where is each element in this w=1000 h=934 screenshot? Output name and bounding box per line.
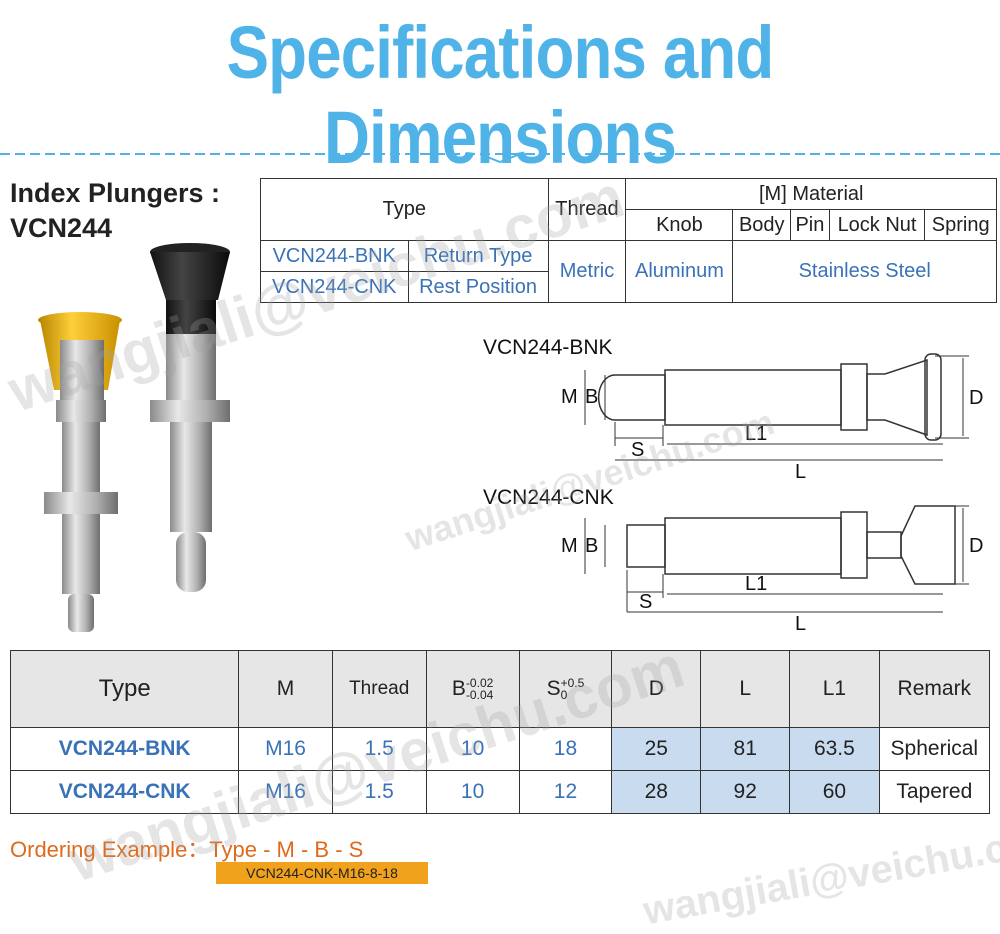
spec-material-col: Body	[732, 209, 792, 241]
spec-model: VCN244-CNK	[260, 271, 409, 303]
product-heading-line1: Index Plungers :	[10, 178, 221, 208]
watermark: wangjiali@veichu.com	[640, 815, 1000, 934]
table-row: VCN244-CNK M16 1.5 10 12 28 92 60 Tapere…	[9, 770, 991, 814]
cell-l: 81	[700, 727, 791, 771]
wave-divider	[0, 153, 1000, 164]
drawing-label-cnk: VCN244-CNK	[483, 486, 614, 509]
s-tol-lower: 0	[560, 688, 568, 703]
dim-label-b: B	[585, 535, 598, 557]
table-row: VCN244-BNK M16 1.5 10 18 25 81 63.5 Sphe…	[9, 727, 991, 771]
spec-model: VCN244-BNK	[260, 240, 409, 272]
dim-label-s: S	[639, 591, 652, 613]
spec-type-header: Type	[260, 178, 549, 241]
col-header-m: M	[238, 650, 333, 728]
cell-thread: 1.5	[331, 727, 427, 771]
dim-label-l: L	[795, 613, 806, 635]
ordering-example-label: Ordering Example：Type - M - B - S	[10, 837, 364, 862]
page-title: Specifications and Dimensions	[226, 11, 775, 179]
cell-b: 10	[425, 770, 520, 814]
cell-l1: 63.5	[789, 727, 880, 771]
spec-material-col: Lock Nut	[828, 209, 926, 241]
dim-label-m: M	[561, 535, 578, 557]
col-header-s-symbol: S	[546, 676, 561, 700]
col-header-b: B-0.02-0.04	[425, 650, 520, 728]
dim-label-l1: L1	[745, 423, 767, 445]
b-tol-upper: -0.02	[465, 676, 494, 691]
b-tol-lower: -0.04	[465, 688, 494, 703]
dim-label-b: B	[585, 386, 598, 408]
col-header-thread: Thread	[331, 650, 427, 728]
s-tol-upper: +0.5	[560, 676, 585, 691]
cell-d: 28	[611, 770, 702, 814]
col-header-remark: Remark	[878, 650, 991, 728]
cell-s: 12	[518, 770, 613, 814]
cell-type: VCN244-BNK	[9, 727, 240, 771]
spec-material-col: Pin	[790, 209, 830, 241]
cell-m: M16	[238, 727, 333, 771]
dim-label-d: D	[969, 535, 983, 557]
ordering-example-code: VCN244-CNK-M16-8-18	[216, 862, 428, 884]
drawing-cnk: M B D S L1 L	[561, 505, 983, 635]
spec-material-col: Spring	[924, 209, 997, 241]
spec-material-col: Knob	[625, 209, 734, 241]
col-header-l1: L1	[789, 650, 880, 728]
dim-label-d: D	[969, 387, 983, 409]
cell-remark: Tapered	[878, 770, 991, 814]
spec-material-header: [M] Material	[625, 178, 997, 210]
cell-remark: Spherical	[878, 727, 991, 771]
dim-label-l: L	[795, 461, 806, 483]
col-header-type: Type	[9, 650, 240, 728]
cell-b: 10	[425, 727, 520, 771]
product-photo	[38, 243, 230, 632]
dim-label-m: M	[561, 386, 578, 408]
spec-knob-value: Aluminum	[625, 240, 734, 303]
spec-other-value: Stainless Steel	[732, 240, 997, 303]
product-heading-line2: VCN244	[10, 213, 113, 243]
col-header-b-symbol: B	[451, 676, 466, 700]
cell-thread: 1.5	[331, 770, 427, 814]
cell-s: 18	[518, 727, 613, 771]
cell-m: M16	[238, 770, 333, 814]
cell-l1: 60	[789, 770, 880, 814]
dim-label-s: S	[631, 439, 644, 461]
cell-l: 92	[700, 770, 791, 814]
spec-table: Type Thread [M] Material Knob Body Pin L…	[260, 178, 997, 303]
spec-desc: Rest Position	[407, 271, 549, 303]
drawing-bnk: M B D S L1 L	[561, 353, 983, 483]
cell-d: 25	[611, 727, 702, 771]
col-header-l: L	[700, 650, 791, 728]
dim-label-l1: L1	[745, 573, 767, 595]
col-header-d: D	[611, 650, 702, 728]
drawing-label-bnk: VCN244-BNK	[483, 336, 613, 359]
cell-type: VCN244-CNK	[9, 770, 240, 814]
spec-thread-value: Metric	[547, 240, 627, 303]
